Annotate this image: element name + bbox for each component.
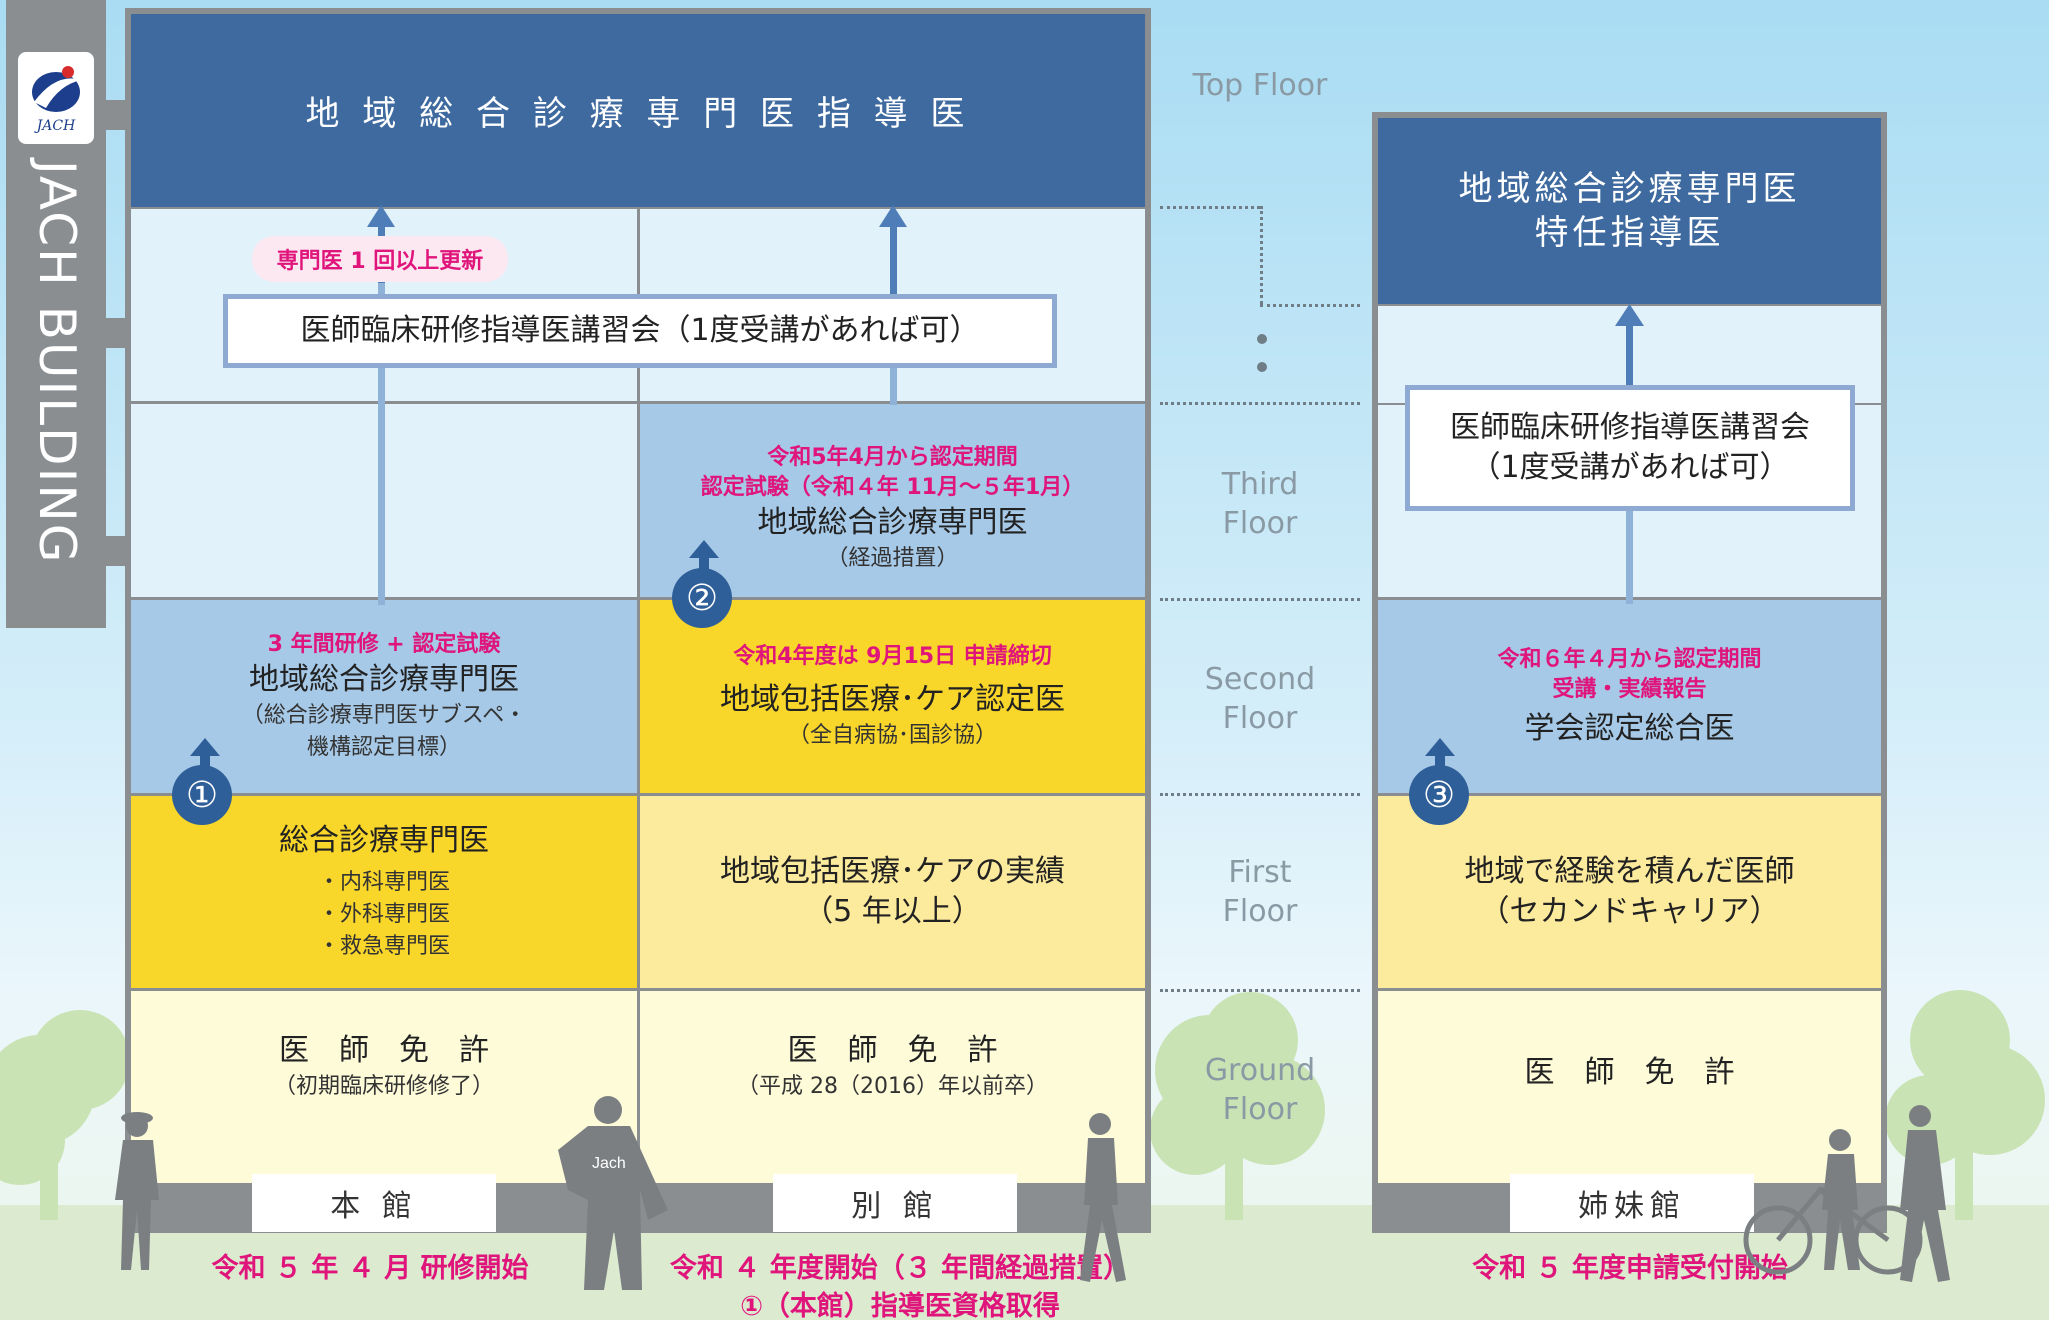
main-second-left: 3 年間研修 + 認定試験 地域総合診療専門医 （総合診療専門医サブスペ・ 機構… (131, 600, 637, 793)
floor-label-second: Second Floor (1204, 662, 1316, 736)
badge-3: ③ (1409, 765, 1469, 825)
sister-first-floor: 地域で経験を積んだ医師 （セカンドキャリア） (1378, 796, 1881, 988)
first-right-line1: 地域包括医療･ケアの実績 (720, 854, 1065, 889)
main-second-right: 令和4年度は 9月15日 申請締切 地域包括医療･ケア認定医 （全自病協･国診協… (640, 600, 1145, 793)
sign-annex: 別 館 (773, 1174, 1017, 1232)
first-left-item-3: ・救急専門医 (317, 934, 450, 959)
side-rail-2 (106, 318, 128, 348)
main-seminar-text: 医師臨床研修指導医講習会（1度受講があれば可） (300, 313, 980, 348)
first-right-line2: （5 年以上） (803, 894, 982, 929)
sister-seminar-text-1: 医師臨床研修指導医講習会 (1450, 410, 1810, 445)
dotted-line-second (1160, 598, 1360, 601)
second-left-sub2: 機構認定目標） (306, 734, 461, 760)
sister-top-floor: 地域総合診療専門医 特任指導医 (1378, 118, 1881, 304)
main-first-right: 地域包括医療･ケアの実績 （5 年以上） (640, 796, 1145, 988)
second-right-title: 地域包括医療･ケア認定医 (720, 681, 1065, 717)
sister-ground-title: 医 師 免 許 (1524, 1055, 1735, 1090)
main-top-title: 地 域 総 合 診 療 専 門 医 指 導 医 (305, 94, 971, 134)
sister-second-title: 学会認定総合医 (1524, 710, 1735, 746)
person-silhouette-jach: Jach (558, 1096, 668, 1290)
floor-label-ground: Ground Floor (1204, 1053, 1316, 1127)
sister-seminar-box: 医師臨床研修指導医講習会 （1度受講があれば可） (1405, 385, 1855, 511)
ellipsis-dot-1 (1257, 334, 1267, 344)
person-silhouette-2 (1080, 1113, 1126, 1282)
sister-seminar-text-2: （1度受講があれば可） (1470, 450, 1790, 485)
main-ground-left: 医 師 免 許 （初期臨床研修修了） (131, 991, 637, 1183)
renew-badge: 専門医 1 回以上更新 (252, 236, 508, 282)
sister-first-line1: 地域で経験を積んだ医師 (1464, 854, 1795, 889)
badge-2: ② (672, 568, 732, 628)
sister-top-title-1: 地域総合診療専門医 (1458, 169, 1801, 209)
ground-left-sub: （初期臨床研修修了） (273, 1074, 494, 1099)
ground-right-sub: （平成 28（2016）年以前卒） (737, 1074, 1048, 1099)
first-left-item-2: ・外科専門医 (317, 902, 450, 927)
main-ground-right: 医 師 免 許 （平成 28（2016）年以前卒） (640, 991, 1145, 1183)
sister-second-note2: 受講・実績報告 (1552, 676, 1707, 702)
floor-label-top: Top Floor (1192, 68, 1328, 103)
badge3-arrow-icon (1425, 738, 1455, 768)
dotted-line-top-sister (1260, 304, 1360, 307)
main-top-floor: 地 域 総 合 診 療 専 門 医 指 導 医 (131, 14, 1145, 207)
floor-label-first: First Floor (1222, 855, 1298, 929)
caption-annex-1: 令和 ４ 年度開始（３ 年間経過措置） (669, 1253, 1131, 1284)
floor-label-third: Third Floor (1221, 467, 1299, 541)
caption-sister: 令和 ５ 年度申請受付開始 (1472, 1253, 1788, 1284)
first-left-item-1: ・内科専門医 (317, 870, 450, 895)
main-third-right: 令和5年4月から認定期間 認定試験（令和４年 11月～５年1月） 地域総合診療専… (640, 404, 1145, 597)
jach-logo: JACH (18, 52, 94, 144)
sign-main-hall: 本 館 (252, 1174, 496, 1232)
first-left-title: 総合診療専門医 (279, 823, 489, 858)
badge1-arrow-icon (190, 738, 220, 768)
person-silhouette-1 (115, 1112, 159, 1270)
third-right-sub: （経過措置） (826, 545, 959, 571)
main-first-left: 総合診療専門医 ・内科専門医 ・外科専門医 ・救急専門医 (131, 796, 637, 988)
sister-top-title-2: 特任指導医 (1534, 213, 1725, 253)
people-with-bicycle (1743, 1105, 1950, 1282)
badge2-arrow-icon (689, 540, 719, 570)
caption-main-hall: 令和 ５ 年 ４ 月 研修開始 (211, 1253, 529, 1284)
dotted-line-top (1160, 206, 1260, 209)
sister-second-note1: 令和６年４月から認定期間 (1497, 646, 1762, 672)
ground-left-title: 医 師 免 許 (279, 1033, 489, 1068)
logo-bird-icon (32, 66, 82, 112)
ground-right-title: 医 師 免 許 (787, 1033, 998, 1068)
side-rail-3 (106, 536, 128, 566)
dotted-line-ground (1160, 989, 1360, 992)
side-title: JACH BUILDING (28, 160, 86, 565)
third-right-note2: 認定試験（令和４年 11月～５年1月） (700, 474, 1085, 500)
caption-annex-2: ①（本館）指導医資格取得 (740, 1291, 1060, 1322)
badge-1: ① (172, 765, 232, 825)
second-right-sub: （全自病協･国診協） (787, 722, 997, 748)
jach-person-label: Jach (592, 1155, 626, 1172)
dotted-line-third (1160, 402, 1360, 405)
dotted-line-first (1160, 793, 1360, 796)
sister-first-line2: （セカンドキャリア） (1479, 894, 1780, 929)
ellipsis-dot-2 (1257, 362, 1267, 372)
sign-sister-hall: 姉妹館 (1510, 1174, 1754, 1232)
second-right-note: 令和4年度は 9月15日 申請締切 (733, 643, 1052, 669)
second-left-title: 地域総合診療専門医 (249, 661, 519, 697)
third-right-note1: 令和5年4月から認定期間 (767, 444, 1018, 470)
main-seminar-box: 医師臨床研修指導医講習会（1度受講があれば可） (223, 294, 1057, 368)
dotted-line-vertical (1260, 206, 1263, 304)
second-left-sub1: （総合診療専門医サブスペ・ (241, 702, 527, 728)
third-right-title: 地域総合診療専門医 (757, 504, 1028, 540)
second-left-note: 3 年間研修 + 認定試験 (267, 631, 501, 657)
sister-ground-floor: 医 師 免 許 (1378, 991, 1881, 1183)
sister-second-floor: 令和６年４月から認定期間 受講・実績報告 学会認定総合医 (1378, 600, 1881, 793)
side-rail-1 (106, 100, 128, 130)
logo-text: JACH (36, 118, 76, 134)
birds-icon (15, 22, 76, 35)
